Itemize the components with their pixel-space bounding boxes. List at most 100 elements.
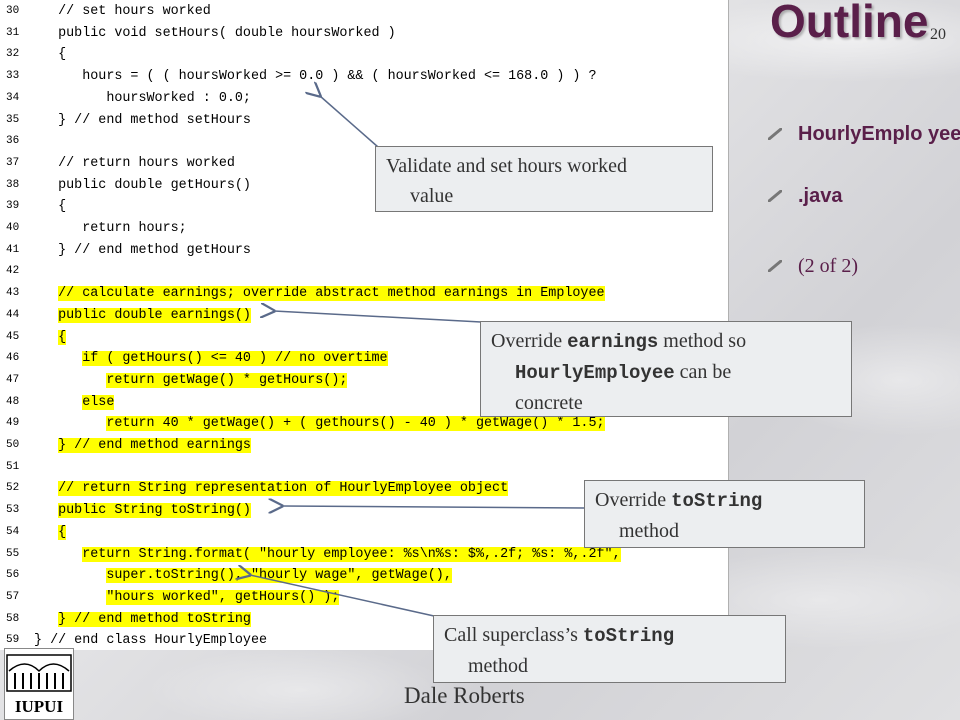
code-line: 37 // return hours worked bbox=[0, 153, 728, 175]
code-content: return 40 * getWage() + ( gethours() - 4… bbox=[106, 416, 605, 432]
callout-tostring: Override toString method bbox=[584, 480, 865, 548]
code-line: 38 public double getHours() bbox=[0, 175, 728, 197]
line-number: 41 bbox=[6, 243, 20, 256]
code-line: 42 bbox=[0, 261, 728, 283]
code-line: 41 } // end method getHours bbox=[0, 240, 728, 262]
line-number: 31 bbox=[6, 26, 20, 39]
code-text: } // end method toString bbox=[34, 609, 251, 631]
code-content: } // end class HourlyEmployee bbox=[34, 633, 268, 649]
line-number: 35 bbox=[6, 113, 20, 126]
code-line: 48 else bbox=[0, 392, 728, 414]
bullet-icon bbox=[768, 128, 782, 140]
code-text: return String.format( "hourly employee: … bbox=[34, 544, 621, 566]
line-number: 52 bbox=[6, 482, 20, 495]
callout-code: HourlyEmployee bbox=[515, 362, 675, 384]
code-content: // return String representation of Hourl… bbox=[58, 481, 509, 497]
line-number: 37 bbox=[6, 156, 20, 169]
logo-building-icon bbox=[6, 654, 72, 692]
code-content: super.toString(), "hourly wage", getWage… bbox=[106, 568, 452, 584]
code-content: public String toString() bbox=[58, 503, 251, 519]
logo-text: IUPUI bbox=[14, 697, 64, 716]
code-content: { bbox=[58, 524, 67, 540]
code-text: public double getHours() bbox=[34, 175, 251, 197]
code-text: } // end method setHours bbox=[34, 110, 251, 132]
callout-text: Override bbox=[491, 330, 568, 352]
code-line: 59 } // end class HourlyEmployee bbox=[0, 630, 728, 652]
code-text: // return String representation of Hourl… bbox=[34, 478, 509, 500]
code-content: else bbox=[82, 394, 115, 410]
line-number: 47 bbox=[6, 373, 20, 386]
line-number: 59 bbox=[6, 634, 20, 647]
code-line: 55 return String.format( "hourly employe… bbox=[0, 544, 728, 566]
code-line: 44 public double earnings() bbox=[0, 305, 728, 327]
callout-text: Call superclass’s bbox=[444, 624, 583, 646]
line-number: 50 bbox=[6, 439, 20, 451]
line-number: 58 bbox=[6, 612, 20, 625]
bullet-icon bbox=[768, 260, 782, 272]
code-content: { bbox=[34, 199, 67, 215]
code-text: // set hours worked bbox=[34, 1, 211, 23]
bullet-text: HourlyEmplo yee bbox=[798, 123, 960, 145]
code-text: "hours worked", getHours() ); bbox=[34, 587, 340, 609]
callout-text: value bbox=[410, 185, 454, 207]
code-text: } // end method earnings bbox=[34, 435, 251, 457]
line-number: 38 bbox=[6, 178, 20, 191]
callout-text: method so bbox=[658, 330, 747, 352]
line-number: 39 bbox=[6, 200, 20, 213]
code-content: } // end method getHours bbox=[34, 242, 251, 258]
line-number: 45 bbox=[6, 330, 20, 343]
callout-text: method bbox=[619, 520, 679, 542]
bullet-text: (2 of 2) bbox=[798, 255, 858, 277]
line-number: 51 bbox=[6, 460, 20, 473]
code-line: 31 public void setHours( double hoursWor… bbox=[0, 23, 728, 45]
code-text: return hours; bbox=[34, 218, 186, 240]
code-line: 56 super.toString(), "hourly wage", getW… bbox=[0, 565, 728, 587]
line-number: 30 bbox=[6, 5, 20, 17]
code-text: hoursWorked : 0.0; bbox=[34, 88, 251, 110]
callout-code: earnings bbox=[567, 331, 659, 353]
code-text: // calculate earnings; override abstract… bbox=[34, 283, 605, 305]
code-content: // calculate earnings; override abstract… bbox=[58, 286, 605, 302]
code-line: 45 { bbox=[0, 327, 728, 349]
code-content: } // end method earnings bbox=[58, 438, 251, 453]
code-text: { bbox=[34, 44, 66, 66]
code-content: // return hours worked bbox=[34, 155, 235, 171]
line-number: 56 bbox=[6, 569, 20, 582]
code-line: 50 } // end method earnings bbox=[0, 435, 728, 457]
code-content: return String.format( "hourly employee: … bbox=[82, 546, 621, 562]
callout-text: can be bbox=[674, 361, 732, 383]
code-line: 58 } // end method toString bbox=[0, 609, 728, 631]
callout-text: method bbox=[468, 655, 528, 677]
code-line: 54 { bbox=[0, 522, 728, 544]
code-content: public double earnings() bbox=[58, 307, 251, 323]
line-number: 43 bbox=[6, 287, 20, 300]
line-number: 49 bbox=[6, 417, 20, 430]
code-line: 43 // calculate earnings; override abstr… bbox=[0, 283, 728, 305]
line-number: 32 bbox=[6, 48, 20, 61]
code-content: public void setHours( double hoursWorked… bbox=[34, 25, 396, 41]
code-line: 47 return getWage() * getHours(); bbox=[0, 370, 728, 392]
line-number: 55 bbox=[6, 547, 20, 560]
callout-text: Override bbox=[595, 489, 672, 511]
code-content: return getWage() * getHours(); bbox=[106, 372, 348, 388]
code-text: } // end method getHours bbox=[34, 240, 251, 262]
code-line: 35 } // end method setHours bbox=[0, 110, 728, 132]
author-name: Dale Roberts bbox=[404, 683, 525, 708]
bullet-icon bbox=[768, 190, 782, 202]
line-number: 53 bbox=[6, 504, 20, 517]
callout-super: Call superclass’s toString method bbox=[433, 615, 786, 683]
university-logo: IUPUI bbox=[4, 648, 74, 720]
bullet-text: .java bbox=[798, 185, 843, 207]
line-number: 42 bbox=[6, 265, 20, 278]
code-line: 51 bbox=[0, 457, 728, 479]
code-text: public void setHours( double hoursWorked… bbox=[34, 23, 396, 45]
line-number: 34 bbox=[6, 91, 20, 104]
code-line: 36 bbox=[0, 131, 728, 153]
code-content: { bbox=[58, 329, 67, 345]
code-text: { bbox=[34, 196, 66, 218]
line-number: 44 bbox=[6, 308, 20, 321]
slide-title: Outline bbox=[770, 0, 929, 47]
code-text: super.toString(), "hourly wage", getWage… bbox=[34, 565, 452, 587]
code-text: { bbox=[34, 327, 67, 349]
callout-code: toString bbox=[671, 490, 763, 512]
